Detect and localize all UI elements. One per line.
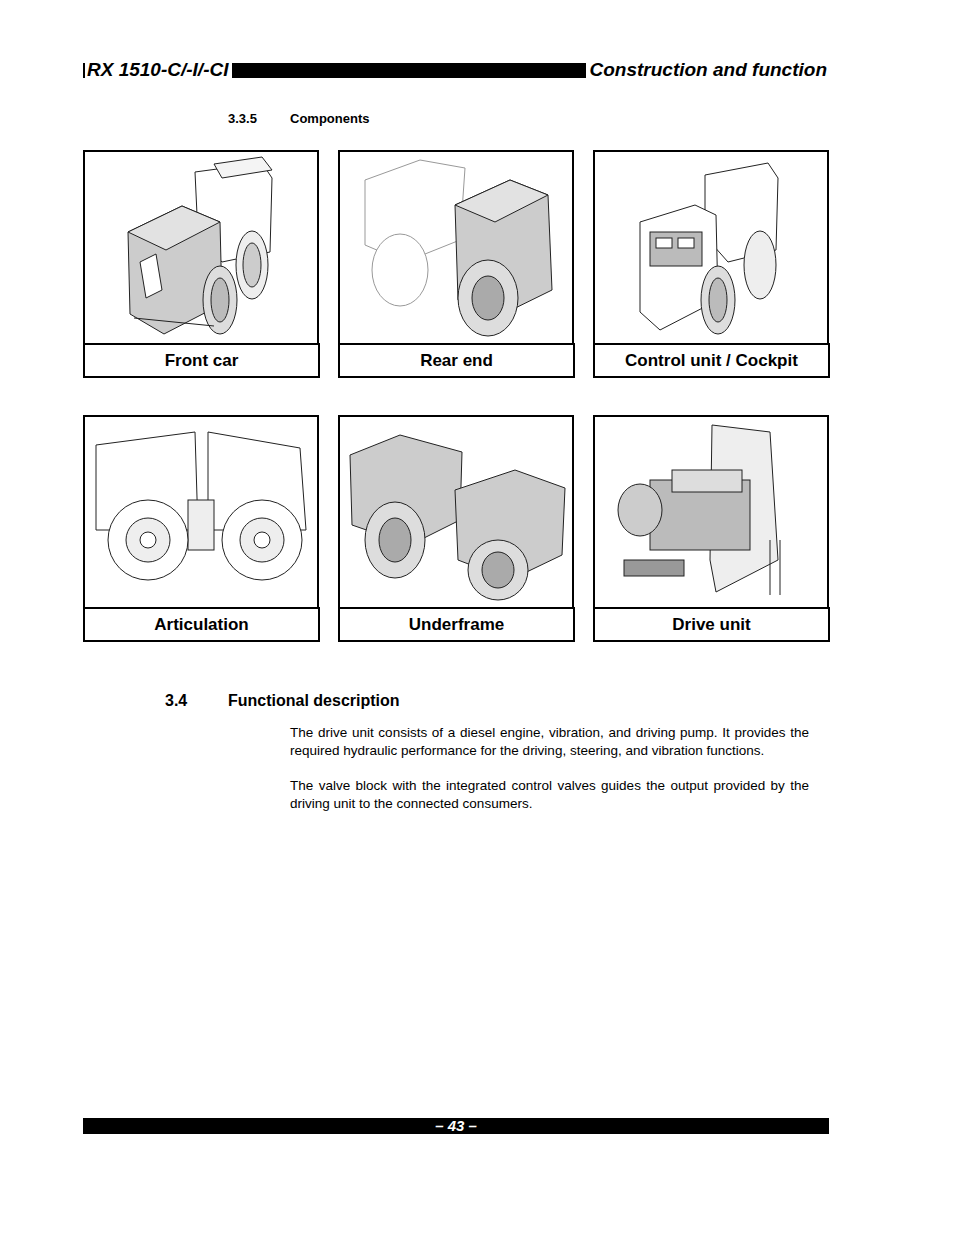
- component-name: Control unit / Cockpit: [625, 351, 798, 371]
- component-label-box: Underframe: [338, 607, 575, 642]
- component-name: Rear end: [420, 351, 493, 371]
- component-label-box: Articulation: [83, 607, 320, 642]
- front-car-illustration: [128, 157, 272, 334]
- rear-end-illustration: [365, 160, 552, 336]
- section-title: Functional description: [228, 692, 400, 710]
- cockpit-illustration: [640, 163, 778, 334]
- component-name: Articulation: [154, 615, 248, 635]
- component-label-box: Drive unit: [593, 607, 830, 642]
- component-name: Front car: [165, 351, 239, 371]
- header-model: RX 1510-C/-I/-CI: [85, 60, 232, 79]
- component-name: Underframe: [409, 615, 504, 635]
- footer-bar: [83, 1118, 829, 1134]
- component-label-box: Front car: [83, 343, 320, 378]
- section-number: 3.3.5: [228, 111, 257, 126]
- section-title: Components: [290, 111, 369, 126]
- body-paragraph: The drive unit consists of a diesel engi…: [290, 724, 809, 759]
- page-number: – 43 –: [83, 1117, 829, 1135]
- component-label-box: Rear end: [338, 343, 575, 378]
- picture-frames: [84, 151, 828, 608]
- articulation-illustration: [96, 432, 306, 580]
- component-name: Drive unit: [672, 615, 750, 635]
- section-number: 3.4: [165, 692, 187, 710]
- underframe-illustration: [350, 435, 565, 600]
- body-paragraph: The valve block with the integrated cont…: [290, 777, 809, 812]
- component-label-box: Control unit / Cockpit: [593, 343, 830, 378]
- header-chapter: Construction and function: [586, 60, 829, 79]
- drive-unit-illustration: [618, 425, 780, 595]
